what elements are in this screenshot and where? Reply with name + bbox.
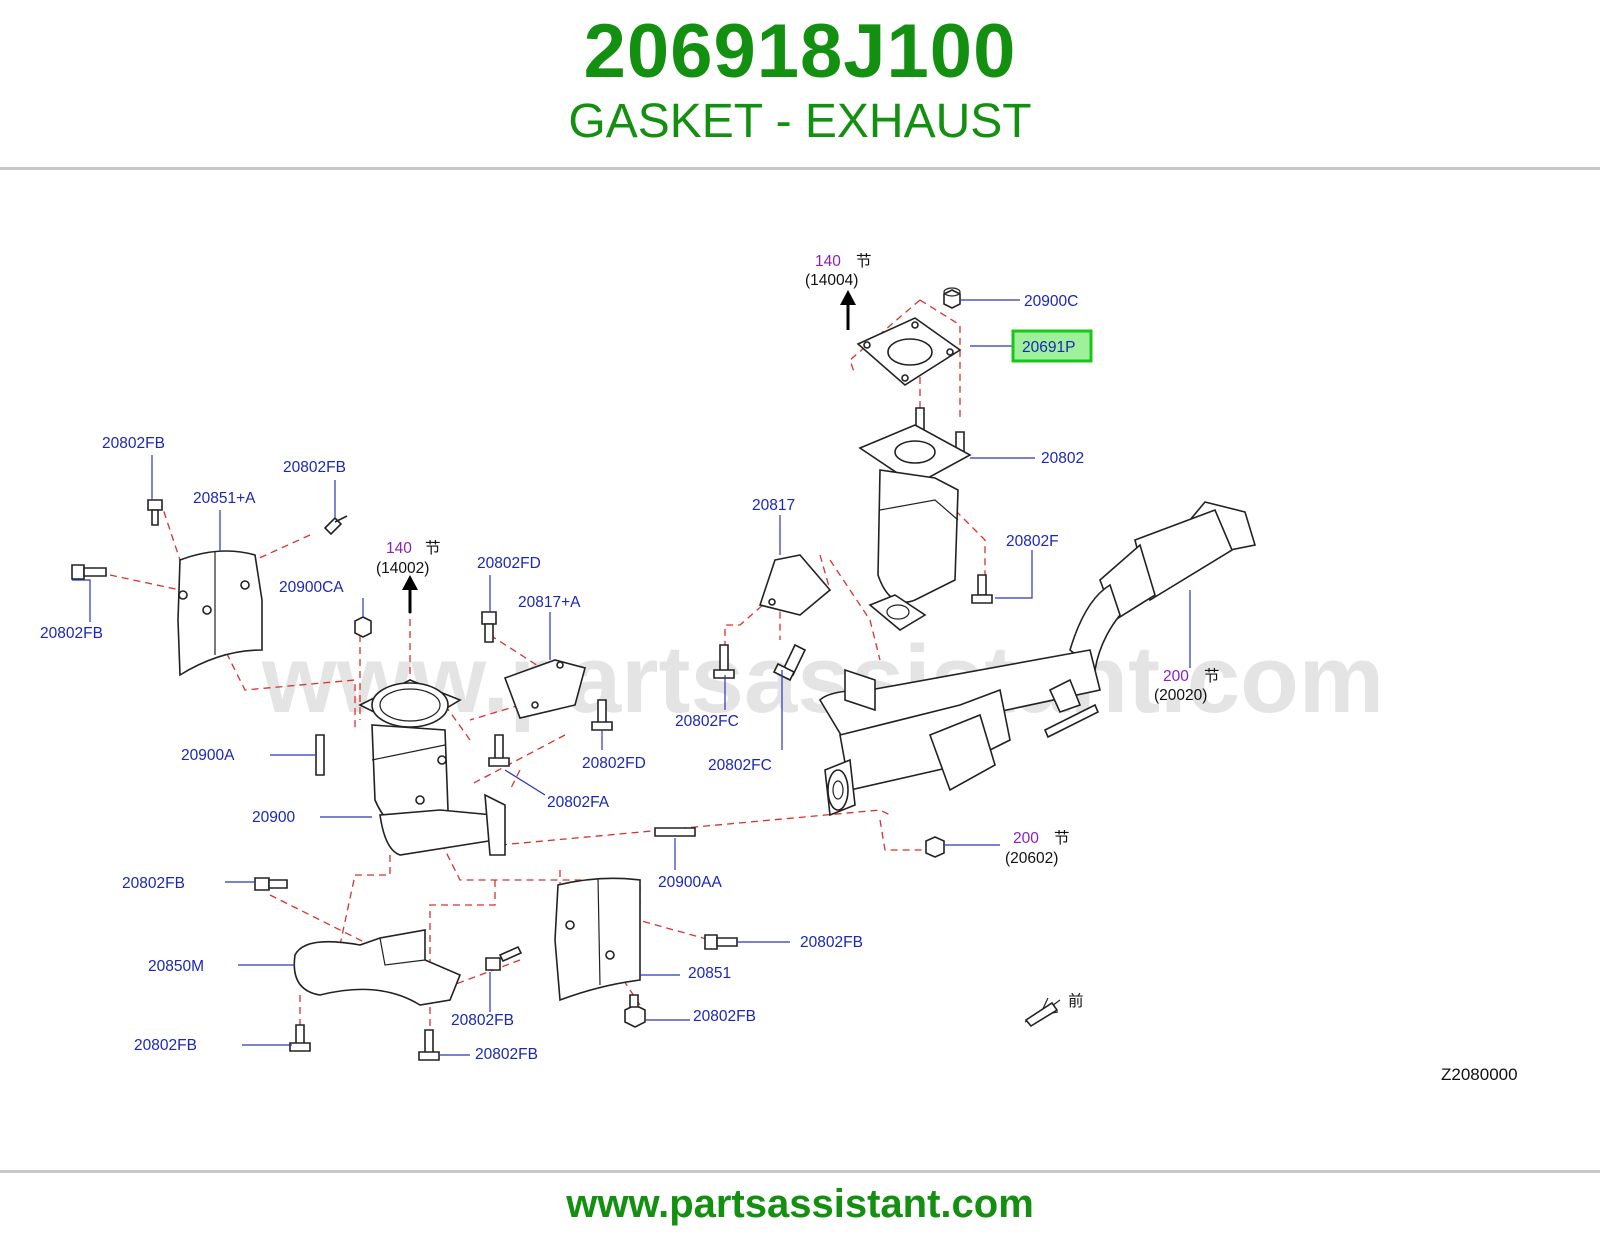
label-20851A[interactable]: 20851+A [193,490,256,507]
label-20900A[interactable]: 20900A [181,747,235,764]
label-20850M[interactable]: 20850M [148,958,204,975]
leader-lines [72,299,1191,1056]
label-20900C[interactable]: 20900C [1024,293,1078,310]
svg-text:(14004): (14004) [805,272,858,289]
parts-diagram: www.partsassistant.com [0,172,1600,1168]
svg-text:节: 节 [1204,667,1220,685]
highlight-box [1011,329,1093,363]
label-20802FB-f[interactable]: 20802FB [451,1012,514,1029]
label-20802FB-b[interactable]: 20802FB [283,459,346,476]
label-20802[interactable]: 20802 [1041,450,1084,467]
part-labels: 20900C 20691P 20802 20802F 20817 20802FB… [40,293,1084,1063]
svg-text:节: 节 [1054,829,1070,847]
label-20802FC-b[interactable]: 20802FC [708,757,772,774]
svg-text:200: 200 [1013,830,1039,847]
svg-text:140: 140 [815,253,841,270]
label-20691P-highlighted[interactable]: 20691P [1022,339,1075,356]
part-number: 206918J100 [583,9,1017,94]
converter-20802-drawing [858,424,972,631]
label-20900AA[interactable]: 20900AA [658,874,722,891]
svg-text:节: 节 [425,539,441,557]
part-name: GASKET - EXHAUST [568,95,1032,148]
label-20817A[interactable]: 20817+A [518,594,581,611]
section-ref-20602[interactable]: 200 节 (20602) [1005,829,1070,867]
footer-url[interactable]: www.partsassistant.com [566,1182,1034,1226]
svg-text:节: 节 [856,252,872,270]
label-20802F[interactable]: 20802F [1006,533,1059,550]
svg-text:(14002): (14002) [376,560,429,577]
label-20802FD-b[interactable]: 20802FD [582,755,646,772]
label-20802FB-a[interactable]: 20802FB [102,435,165,452]
header: 206918J100 GASKET - EXHAUST [0,0,1600,170]
top-divider [0,167,1600,170]
svg-text:(20602): (20602) [1005,850,1058,867]
label-20802FB-e[interactable]: 20802FB [134,1037,197,1054]
label-20900CA[interactable]: 20900CA [279,579,344,596]
label-20802FA[interactable]: 20802FA [547,794,610,811]
converter-20900-drawing [358,679,506,856]
front-marker-label: 前 [1068,992,1084,1010]
svg-text:(20020): (20020) [1154,687,1207,704]
label-20802FB-c[interactable]: 20802FB [40,625,103,642]
label-20900[interactable]: 20900 [252,809,295,826]
label-20802FB-h[interactable]: 20802FB [800,934,863,951]
gasket-20691P-drawing [856,317,962,386]
heat-shield-20851-drawing [554,877,641,1002]
label-20817[interactable]: 20817 [752,497,795,514]
watermark: www.partsassistant.com [261,626,1384,733]
bottom-divider [0,1170,1600,1173]
diagram-code: Z2080000 [1441,1065,1518,1084]
nut-20900C-drawing [943,287,961,309]
svg-text:140: 140 [386,540,412,557]
heat-shield-20851A-drawing [177,550,263,677]
label-20802FB-i[interactable]: 20802FB [693,1008,756,1025]
label-20802FB-d[interactable]: 20802FB [122,875,185,892]
label-20802FD-a[interactable]: 20802FD [477,555,541,572]
section-references: 140 节 (14004) 140 节 (14002) 200 节 (20020… [376,252,1220,867]
exhaust-diagram-svg: www.partsassistant.com [40,252,1518,1084]
svg-text:200: 200 [1163,668,1189,685]
section-ref-14002[interactable]: 140 节 (14002) [376,539,441,577]
label-20802FB-g[interactable]: 20802FB [475,1046,538,1063]
heat-shield-20850M-drawing [293,929,462,1006]
front-pipe-200-drawing [818,501,1257,817]
label-20851[interactable]: 20851 [688,965,731,982]
section-ref-14004[interactable]: 140 节 (14004) [805,252,872,289]
part-drawings [71,287,1257,1061]
section-ref-20020[interactable]: 200 节 (20020) [1154,667,1220,704]
label-20802FC-a[interactable]: 20802FC [675,713,739,730]
